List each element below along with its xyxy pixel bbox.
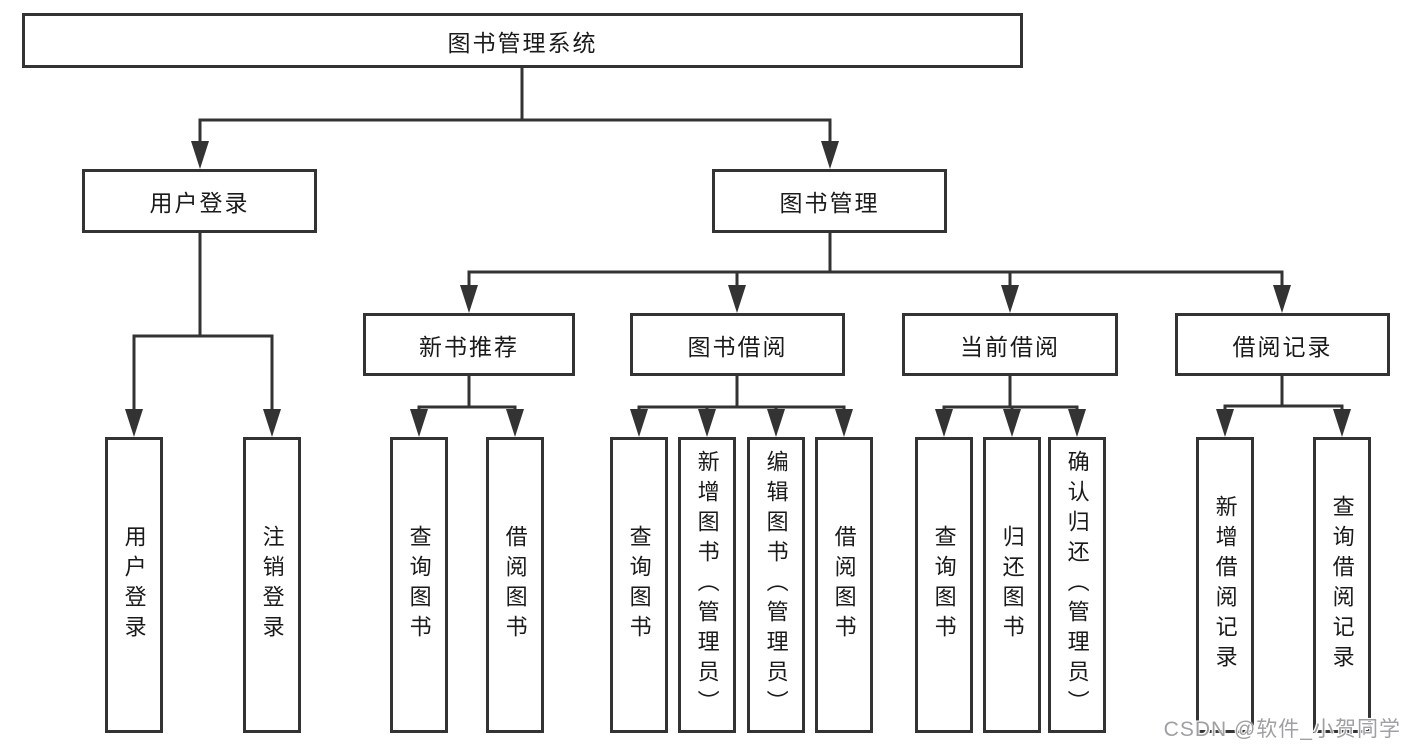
node-book-management: 图书管理	[712, 169, 947, 233]
node-label: 新增图书（管理员）	[694, 450, 720, 720]
leaf-confirm-return-admin: 确认归还（管理员）	[1048, 437, 1106, 733]
leaf-edit-books-admin: 编辑图书（管理员）	[747, 437, 805, 733]
node-label: 用户登录	[149, 190, 250, 216]
node-book-borrowing: 图书借阅	[630, 313, 845, 376]
node-label: 查询图书	[931, 525, 957, 645]
node-label: 图书管理系统	[447, 29, 598, 56]
node-label: 查询借阅记录	[1329, 495, 1355, 675]
node-user-login: 用户登录	[82, 169, 317, 233]
node-label: 注销登录	[259, 525, 285, 645]
leaf-query-borrow-record: 查询借阅记录	[1313, 437, 1371, 733]
node-new-book-recommendation: 新书推荐	[363, 313, 575, 376]
csdn-watermark: CSDN @软件_小贺同学	[1163, 718, 1401, 741]
leaf-query-books-borrowing: 查询图书	[610, 437, 668, 733]
leaf-borrow-books-recommend: 借阅图书	[486, 437, 544, 733]
leaf-logout: 注销登录	[243, 437, 301, 733]
node-label: 归还图书	[999, 525, 1025, 645]
node-library-management-system: 图书管理系统	[22, 13, 1023, 68]
node-label: 新书推荐	[419, 333, 519, 360]
leaf-add-books-admin: 新增图书（管理员）	[678, 437, 736, 733]
node-label: 借阅图书	[502, 525, 528, 645]
node-label: 图书管理	[779, 190, 880, 216]
leaf-add-borrow-record: 新增借阅记录	[1196, 437, 1254, 733]
leaf-query-books-recommend: 查询图书	[390, 437, 448, 733]
node-label: 借阅图书	[831, 525, 857, 645]
node-label: 确认归还（管理员）	[1064, 450, 1090, 720]
node-label: 新增借阅记录	[1212, 495, 1238, 675]
leaf-user-login: 用户登录	[105, 437, 163, 733]
node-label: 当前借阅	[960, 333, 1060, 360]
node-label: 查询图书	[626, 525, 652, 645]
node-borrowing-records: 借阅记录	[1175, 313, 1390, 376]
node-current-borrowing: 当前借阅	[902, 313, 1118, 376]
leaf-query-books-current: 查询图书	[915, 437, 973, 733]
node-label: 借阅记录	[1232, 333, 1333, 360]
leaf-borrow-books-borrowing: 借阅图书	[815, 437, 873, 733]
leaf-return-books: 归还图书	[983, 437, 1041, 733]
node-label: 图书借阅	[687, 333, 788, 360]
node-label: 用户登录	[121, 525, 147, 645]
node-label: 编辑图书（管理员）	[763, 450, 789, 720]
node-label: 查询图书	[406, 525, 432, 645]
